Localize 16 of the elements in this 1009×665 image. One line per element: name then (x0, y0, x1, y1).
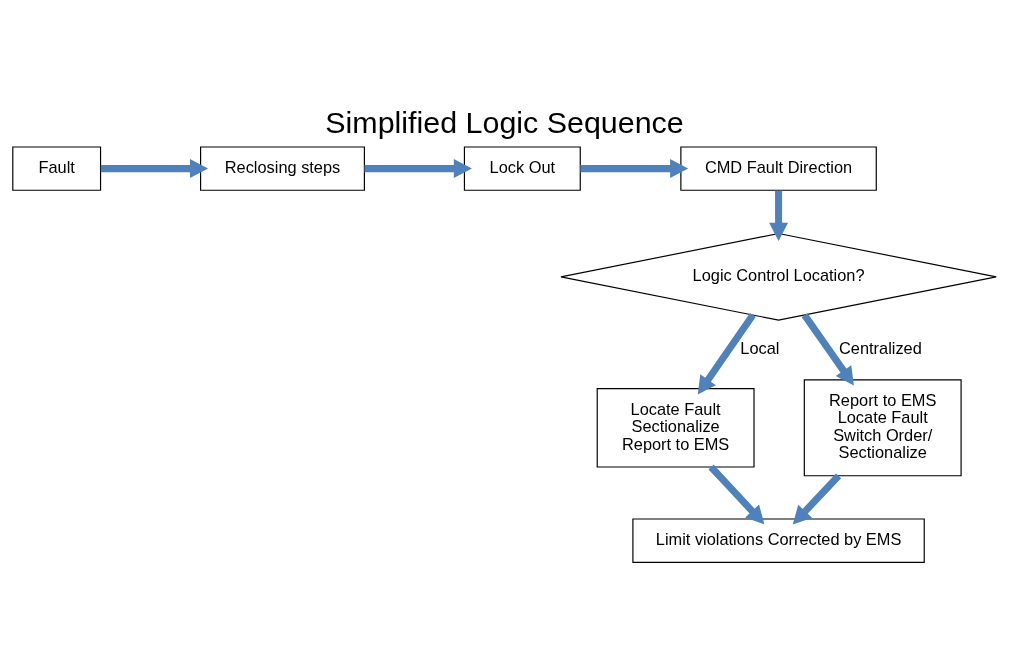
arrow (100, 158, 209, 178)
node-box: Locate Fault Sectionalize Report to EMS (596, 387, 755, 468)
node-diamond: Logic Control Location? (560, 232, 997, 321)
node-box: Lock Out (463, 145, 581, 191)
arrow (792, 472, 842, 524)
node-box: CMD Fault Direction (680, 145, 877, 191)
node-box: Fault (12, 145, 102, 191)
arrow (801, 312, 854, 385)
edge-label: Centralized (839, 338, 922, 357)
node-box: Reclosing steps (200, 145, 365, 191)
edge-label: Local (740, 338, 780, 357)
diagram-title: Simplified Logic Sequence (325, 104, 684, 139)
arrow (697, 312, 756, 395)
arrow (708, 464, 765, 524)
node-box: Report to EMS Locate Fault Switch Order/ Sectionalize (803, 378, 962, 476)
node-box: Limit violations Corrected by EMS (632, 517, 925, 563)
